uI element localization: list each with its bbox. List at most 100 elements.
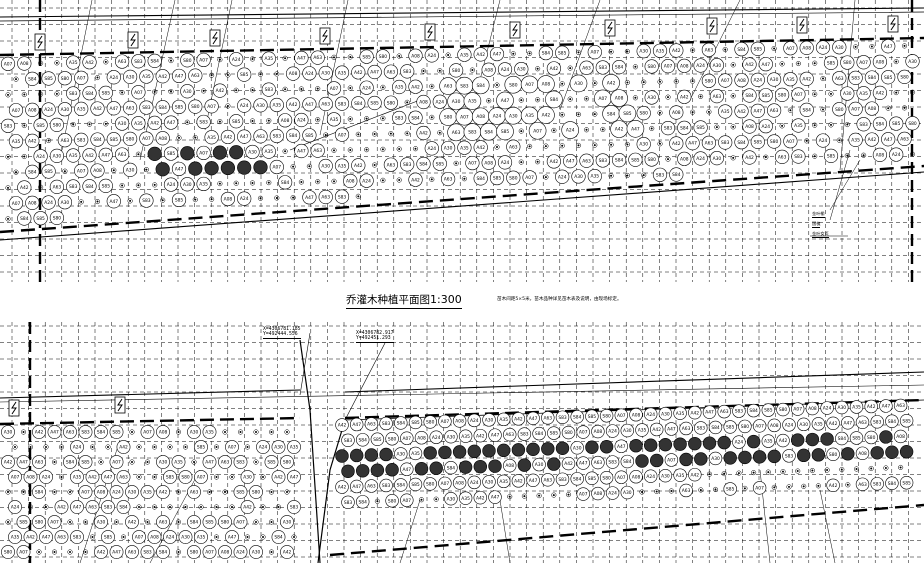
svg-text:A42: A42 bbox=[802, 76, 811, 82]
svg-text:A30: A30 bbox=[639, 142, 648, 148]
svg-text:S85: S85 bbox=[305, 133, 314, 139]
svg-text:S80: S80 bbox=[648, 157, 657, 163]
svg-text:A24: A24 bbox=[566, 128, 575, 134]
svg-text:S83: S83 bbox=[344, 438, 353, 444]
svg-text:A24: A24 bbox=[892, 152, 901, 158]
svg-text:A42: A42 bbox=[476, 495, 485, 501]
svg-text:A24: A24 bbox=[110, 75, 119, 81]
svg-text:S84: S84 bbox=[868, 75, 877, 81]
svg-text:S84: S84 bbox=[85, 91, 94, 97]
svg-text:A63: A63 bbox=[444, 84, 453, 90]
svg-text:A07: A07 bbox=[468, 161, 477, 167]
svg-text:A08: A08 bbox=[896, 434, 905, 440]
svg-text:A42: A42 bbox=[243, 505, 252, 511]
svg-text:S85: S85 bbox=[110, 137, 119, 143]
svg-text:S85: S85 bbox=[754, 139, 763, 145]
svg-text:S80: S80 bbox=[778, 92, 787, 98]
svg-text:A35: A35 bbox=[273, 103, 282, 109]
svg-text:A63: A63 bbox=[682, 488, 691, 494]
svg-text:A47: A47 bbox=[688, 141, 697, 147]
svg-text:S83: S83 bbox=[236, 460, 245, 466]
svg-text:A35: A35 bbox=[69, 153, 78, 159]
svg-text:A42: A42 bbox=[97, 550, 106, 556]
svg-text:S80: S80 bbox=[829, 452, 838, 458]
svg-text:S80: S80 bbox=[426, 420, 435, 426]
svg-text:S83: S83 bbox=[69, 184, 78, 190]
svg-text:A63: A63 bbox=[61, 138, 70, 144]
svg-text:A24: A24 bbox=[11, 505, 20, 511]
svg-text:A07: A07 bbox=[579, 430, 588, 436]
svg-text:A08: A08 bbox=[737, 78, 746, 84]
svg-text:A07: A07 bbox=[786, 139, 795, 145]
svg-text:A63: A63 bbox=[313, 55, 322, 61]
svg-text:A30: A30 bbox=[61, 107, 70, 113]
svg-text:S84: S84 bbox=[28, 76, 37, 82]
svg-text:A24: A24 bbox=[501, 160, 510, 166]
svg-text:A47: A47 bbox=[566, 159, 575, 165]
svg-text:A63: A63 bbox=[509, 144, 518, 150]
svg-text:A63: A63 bbox=[190, 490, 199, 496]
svg-text:A30: A30 bbox=[770, 77, 779, 83]
svg-text:S80: S80 bbox=[843, 60, 852, 66]
svg-text:A30: A30 bbox=[517, 67, 526, 73]
svg-text:A63: A63 bbox=[835, 76, 844, 82]
svg-text:A08: A08 bbox=[802, 45, 811, 51]
svg-text:S85: S85 bbox=[726, 487, 735, 493]
svg-text:A07: A07 bbox=[77, 75, 86, 81]
svg-text:A63: A63 bbox=[53, 184, 62, 190]
svg-text:A08: A08 bbox=[158, 136, 167, 142]
svg-text:A08: A08 bbox=[224, 197, 233, 203]
svg-text:A42: A42 bbox=[737, 109, 746, 115]
svg-text:A07: A07 bbox=[755, 485, 764, 491]
svg-text:A30: A30 bbox=[190, 430, 199, 436]
svg-text:S84: S84 bbox=[485, 129, 494, 135]
svg-text:A08: A08 bbox=[476, 114, 485, 120]
svg-text:A07: A07 bbox=[142, 136, 151, 142]
svg-text:A35: A35 bbox=[461, 434, 470, 440]
svg-text:A42: A42 bbox=[283, 550, 292, 556]
svg-text:S84: S84 bbox=[354, 101, 363, 107]
svg-text:S85: S85 bbox=[852, 436, 861, 442]
svg-text:A24: A24 bbox=[819, 138, 828, 144]
svg-text:A47: A47 bbox=[305, 195, 314, 201]
svg-text:S83: S83 bbox=[73, 535, 82, 541]
svg-text:A35: A35 bbox=[265, 149, 274, 155]
svg-text:S80: S80 bbox=[35, 520, 44, 526]
svg-text:A63: A63 bbox=[544, 477, 553, 483]
svg-text:S83: S83 bbox=[69, 91, 78, 97]
svg-text:S80: S80 bbox=[444, 115, 453, 121]
svg-text:A08: A08 bbox=[455, 418, 464, 424]
svg-text:S83: S83 bbox=[785, 453, 794, 459]
svg-text:A24: A24 bbox=[112, 490, 121, 496]
svg-text:A35: A35 bbox=[525, 113, 534, 119]
svg-text:S84: S84 bbox=[28, 169, 37, 175]
svg-text:A24: A24 bbox=[823, 406, 832, 412]
svg-text:A63: A63 bbox=[705, 140, 714, 146]
svg-text:S85: S85 bbox=[754, 46, 763, 52]
svg-text:A42: A42 bbox=[354, 163, 363, 169]
svg-text:A35: A35 bbox=[656, 48, 665, 54]
svg-text:S84: S84 bbox=[745, 93, 754, 99]
svg-text:A42: A42 bbox=[476, 433, 485, 439]
svg-text:A42: A42 bbox=[274, 475, 283, 481]
svg-text:A42: A42 bbox=[876, 91, 885, 97]
svg-text:A42: A42 bbox=[691, 410, 700, 416]
svg-text:A30: A30 bbox=[321, 164, 330, 170]
svg-text:A08: A08 bbox=[594, 429, 603, 435]
svg-text:S83: S83 bbox=[265, 87, 274, 93]
svg-text:A47: A47 bbox=[754, 108, 763, 114]
svg-text:A47: A47 bbox=[352, 484, 361, 490]
svg-text:A42: A42 bbox=[615, 127, 624, 133]
svg-text:S83: S83 bbox=[338, 101, 347, 107]
svg-text:A47: A47 bbox=[352, 422, 361, 428]
svg-text:S83: S83 bbox=[599, 65, 608, 71]
svg-text:A42: A42 bbox=[829, 483, 838, 489]
svg-text:A63: A63 bbox=[88, 505, 97, 511]
svg-text:A24: A24 bbox=[696, 63, 705, 69]
electric-symbols bbox=[8, 15, 899, 417]
svg-text:S84: S84 bbox=[550, 97, 559, 103]
svg-text:S84: S84 bbox=[281, 180, 290, 186]
svg-text:A42: A42 bbox=[119, 445, 128, 451]
svg-text:S80: S80 bbox=[867, 435, 876, 441]
svg-text:A24: A24 bbox=[608, 429, 617, 435]
